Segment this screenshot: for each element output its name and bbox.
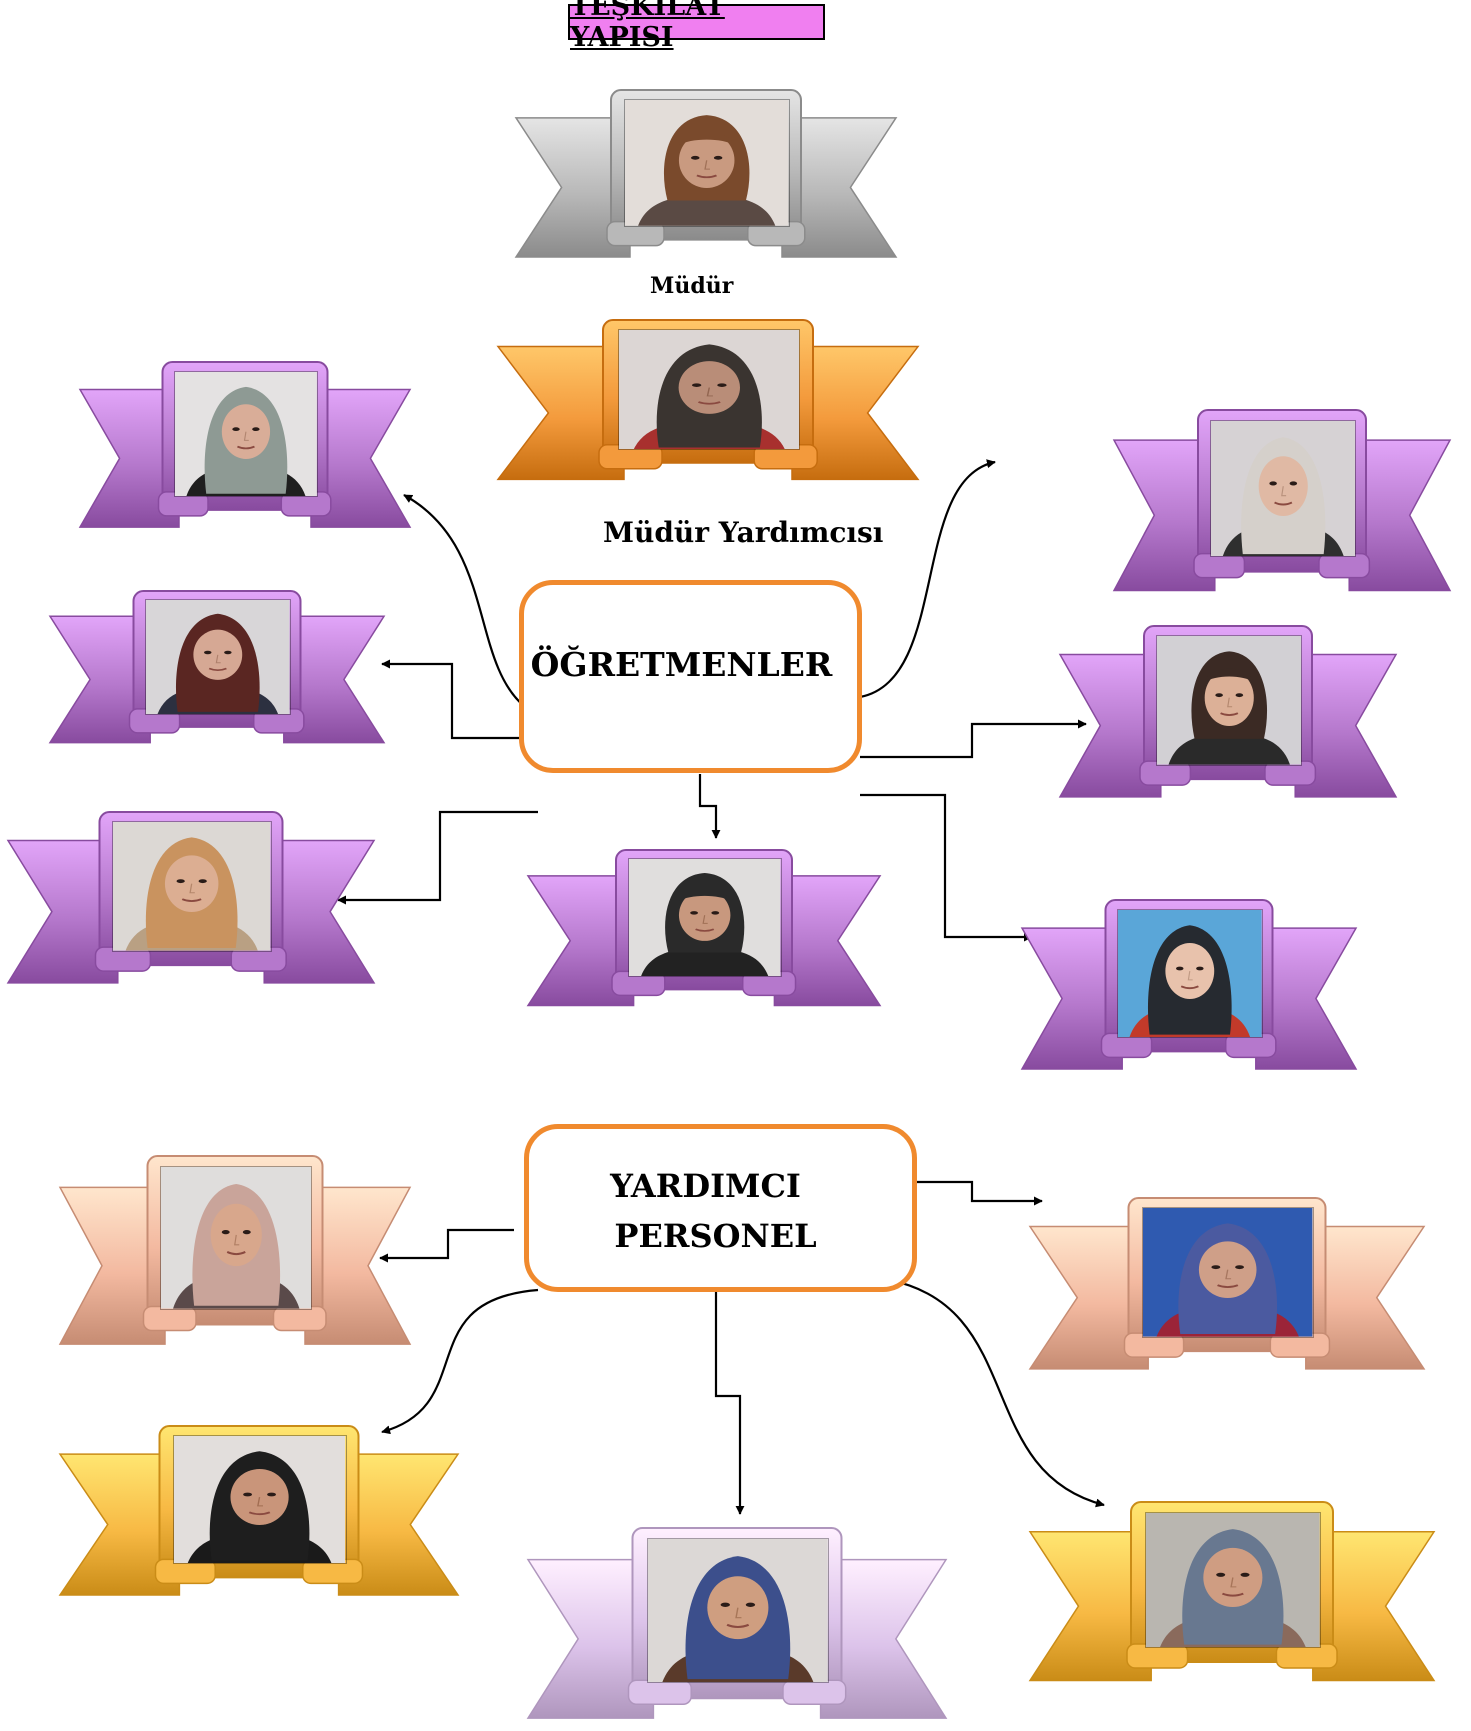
ribbon-frame-support-3 bbox=[58, 1425, 460, 1602]
person-silhouette-icon bbox=[1118, 910, 1262, 1038]
portrait-photo-teacher-4 bbox=[628, 858, 782, 978]
portrait-photo-teacher-6 bbox=[1155, 635, 1303, 766]
page-title: TEŞKİLAT YAPISI bbox=[568, 0, 825, 53]
portrait-photo-teacher-1 bbox=[174, 370, 318, 498]
person-silhouette-icon bbox=[1156, 636, 1302, 765]
portrait-photo-support-3 bbox=[173, 1435, 347, 1565]
person-silhouette-icon bbox=[146, 600, 290, 715]
ribbon-frame-teacher-7 bbox=[1020, 899, 1358, 1076]
ribbon-frame-teacher-2 bbox=[48, 590, 386, 749]
person-silhouette-icon bbox=[174, 1436, 346, 1564]
portrait-photo-support-4 bbox=[647, 1538, 829, 1684]
portrait-photo-teacher-7 bbox=[1117, 909, 1263, 1039]
portrait-photo-mudur bbox=[624, 98, 790, 227]
portrait-photo-teacher-2 bbox=[145, 599, 291, 716]
person-silhouette-icon bbox=[175, 371, 317, 497]
caption-mudur: Müdür bbox=[650, 273, 734, 299]
portrait-photo-teacher-5 bbox=[1209, 419, 1357, 558]
person-silhouette-icon bbox=[625, 99, 789, 226]
teachers-hub-label: ÖĞRETMENLER bbox=[530, 645, 833, 684]
person-silhouette-icon bbox=[1146, 1512, 1320, 1647]
connector-support-4 bbox=[714, 1278, 745, 1515]
connector-teacher-7 bbox=[860, 793, 1033, 942]
ribbon-frame-teacher-6 bbox=[1058, 625, 1398, 804]
connector-support-5 bbox=[877, 1276, 1105, 1508]
connector-support-2 bbox=[904, 1180, 1043, 1206]
ribbon-frame-teacher-3 bbox=[6, 811, 376, 990]
connector-teacher-3 bbox=[337, 810, 538, 905]
person-silhouette-icon bbox=[618, 329, 800, 450]
ribbon-frame-support-2 bbox=[1028, 1197, 1426, 1376]
ribbon-frame-teacher-4 bbox=[526, 849, 882, 1012]
ribbon-frame-mudur bbox=[514, 89, 898, 264]
ribbon-frame-teacher-5 bbox=[1112, 409, 1452, 598]
connector-teacher-5 bbox=[859, 459, 996, 699]
person-silhouette-icon bbox=[1143, 1208, 1313, 1337]
ribbon-frame-support-5 bbox=[1028, 1501, 1436, 1688]
portrait-photo-mudur-yardimcisi bbox=[617, 328, 801, 451]
ribbon-frame-support-4 bbox=[526, 1527, 948, 1726]
connector-teacher-6 bbox=[860, 719, 1087, 759]
support-staff-hub-label-line1: YARDIMCI bbox=[610, 1167, 801, 1205]
support-staff-hub: YARDIMCI PERSONEL bbox=[524, 1124, 917, 1292]
connector-support-1 bbox=[379, 1228, 514, 1263]
connector-teacher-1 bbox=[403, 494, 525, 707]
connector-teacher-2 bbox=[381, 659, 520, 740]
person-silhouette-icon bbox=[629, 859, 781, 977]
teachers-hub: ÖĞRETMENLER bbox=[519, 580, 862, 773]
person-silhouette-icon bbox=[1210, 420, 1356, 557]
support-staff-hub-label-line2: PERSONEL bbox=[614, 1217, 817, 1255]
connector-teacher-4 bbox=[698, 774, 721, 839]
ribbon-frame-mudur-yardimcisi bbox=[496, 319, 920, 486]
connector-support-3 bbox=[381, 1288, 539, 1435]
caption-mudur-yardimcisi: Müdür Yardımcısı bbox=[603, 516, 884, 549]
ribbon-frame-teacher-1 bbox=[78, 361, 412, 534]
portrait-photo-support-1 bbox=[159, 1166, 313, 1310]
portrait-photo-support-5 bbox=[1145, 1511, 1321, 1648]
person-silhouette-icon bbox=[160, 1167, 312, 1309]
portrait-photo-teacher-3 bbox=[112, 821, 272, 952]
person-silhouette-icon bbox=[113, 822, 271, 951]
person-silhouette-icon bbox=[648, 1539, 828, 1683]
ribbon-frame-support-1 bbox=[58, 1155, 412, 1352]
portrait-photo-support-2 bbox=[1142, 1207, 1314, 1338]
